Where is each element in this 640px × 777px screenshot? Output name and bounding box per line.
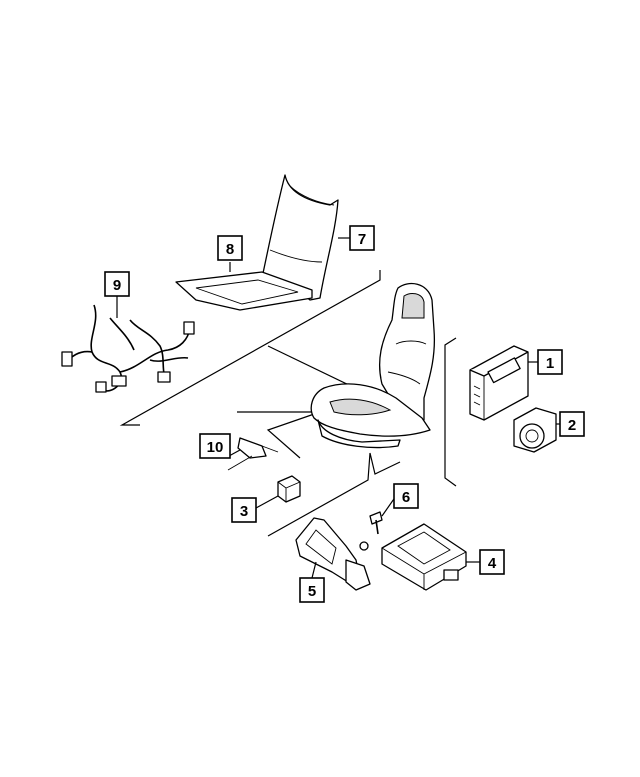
- mounting-screw: [369, 511, 383, 535]
- callout-6: 6: [393, 483, 419, 509]
- callout-10: 10: [199, 433, 231, 459]
- seat-assembly: [310, 282, 436, 449]
- callout-10-label: 10: [207, 439, 224, 456]
- callout-9-label: 9: [113, 277, 121, 294]
- callout-5: 5: [299, 577, 325, 603]
- callout-1: 1: [537, 349, 563, 375]
- wiring-harness: [61, 304, 195, 393]
- seat-control-module: [469, 345, 529, 421]
- callout-7-label: 7: [358, 231, 366, 248]
- callout-4-label: 4: [488, 555, 497, 572]
- callout-3: 3: [231, 497, 257, 523]
- heater-element-bracket: [227, 437, 279, 471]
- callout-5-label: 5: [308, 583, 316, 600]
- separator-lines: [119, 270, 457, 537]
- callout-8-label: 8: [226, 241, 234, 258]
- callout-4: 4: [479, 549, 505, 575]
- callout-2: 2: [559, 411, 585, 437]
- callout-3-label: 3: [240, 503, 248, 520]
- callout-8: 8: [217, 235, 243, 261]
- callout-7: 7: [349, 225, 375, 251]
- callout-2-label: 2: [568, 417, 576, 434]
- callout-1-label: 1: [546, 355, 554, 372]
- callout-6-label: 6: [402, 489, 410, 506]
- seat-switch: [513, 407, 557, 453]
- seat-back-cover: [261, 174, 339, 301]
- small-sensor: [277, 475, 301, 503]
- callout-9: 9: [104, 271, 130, 297]
- occupant-module: [381, 523, 467, 591]
- seat-heater-pad: [175, 271, 313, 311]
